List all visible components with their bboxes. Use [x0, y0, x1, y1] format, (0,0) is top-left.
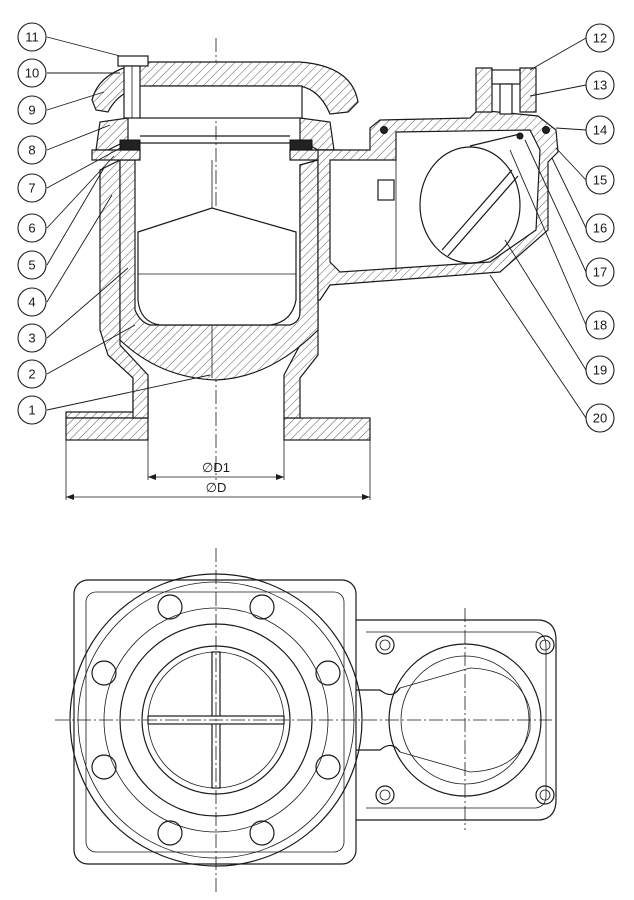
callout-11: 11 — [17, 22, 47, 52]
svg-text:15: 15 — [593, 173, 607, 188]
seal-left — [119, 139, 141, 151]
cap-bolt-head — [117, 55, 149, 67]
callout-17: 17 — [585, 257, 615, 287]
float-ball — [137, 207, 297, 326]
plan-side-bolts — [375, 635, 555, 805]
plan-side-chamber — [356, 619, 557, 821]
svg-text:20: 20 — [593, 411, 607, 426]
callout-8: 8 — [17, 135, 47, 165]
section-view: ∅D1 ∅D 1 2 — [17, 22, 615, 500]
callout-4: 4 — [17, 287, 47, 317]
flange-ring-left — [91, 149, 141, 161]
nozzle-right — [519, 67, 537, 113]
callout-15: 15 — [585, 165, 615, 195]
svg-text:11: 11 — [25, 30, 39, 45]
right-flange-plate — [283, 417, 371, 441]
callout-14: 14 — [585, 115, 615, 145]
callout-3: 3 — [17, 323, 47, 353]
svg-text:9: 9 — [28, 103, 35, 118]
dimension-d1-label: ∅D1 — [202, 460, 230, 475]
svg-text:2: 2 — [28, 367, 35, 382]
body-left-wall — [99, 159, 149, 419]
seal-right — [289, 139, 313, 151]
svg-text:8: 8 — [28, 143, 35, 158]
svg-text:4: 4 — [28, 295, 35, 310]
callout-2: 2 — [17, 359, 47, 389]
callout-1: 1 — [17, 395, 47, 425]
svg-text:18: 18 — [593, 318, 607, 333]
svg-text:16: 16 — [593, 221, 607, 236]
svg-text:6: 6 — [28, 221, 35, 236]
callout-7: 7 — [17, 173, 47, 203]
svg-text:17: 17 — [593, 265, 607, 280]
nozzle-stem — [499, 83, 513, 115]
callout-20: 20 — [585, 403, 615, 433]
svg-text:7: 7 — [28, 181, 35, 196]
svg-text:1: 1 — [28, 403, 35, 418]
svg-text:5: 5 — [28, 258, 35, 273]
cap-inner — [137, 85, 303, 119]
callout-5: 5 — [17, 250, 47, 280]
dimension-d-label: ∅D — [206, 480, 227, 495]
callout-18: 18 — [585, 310, 615, 340]
leader-lines — [46, 36, 587, 419]
callout-6: 6 — [17, 213, 47, 243]
plan-flange-bolts — [91, 594, 341, 846]
nozzle-cap — [491, 69, 521, 85]
svg-text:3: 3 — [28, 331, 35, 346]
nozzle-left — [475, 67, 493, 113]
callout-19: 19 — [585, 355, 615, 385]
callout-9: 9 — [17, 95, 47, 125]
side-lever — [469, 133, 521, 147]
callout-10: 10 — [17, 58, 47, 88]
plan-square-body — [73, 579, 357, 865]
callout-bubbles: 1 2 3 4 5 6 7 8 9 10 11 12 13 14 15 16 1… — [17, 22, 615, 433]
side-float — [419, 146, 521, 264]
callout-16: 16 — [585, 213, 615, 243]
svg-text:12: 12 — [593, 31, 607, 46]
side-plug — [377, 179, 395, 201]
callout-13: 13 — [585, 70, 615, 100]
plan-view — [55, 548, 557, 895]
callout-12: 12 — [585, 23, 615, 53]
svg-text:13: 13 — [593, 78, 607, 93]
svg-text:10: 10 — [25, 66, 39, 81]
svg-text:14: 14 — [593, 123, 607, 138]
left-flange-plate — [65, 417, 149, 441]
svg-text:19: 19 — [593, 363, 607, 378]
